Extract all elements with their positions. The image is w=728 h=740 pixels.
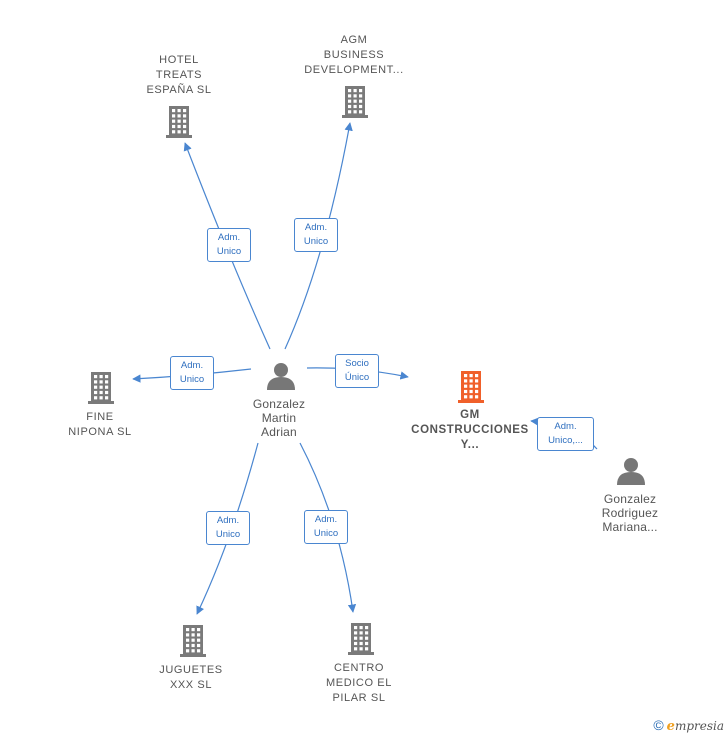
label-line: PILAR SL [332,692,386,704]
label-line: MEDICO EL [326,677,392,689]
label-line: Gonzalez [252,397,306,411]
node-label-juguetes[interactable]: JUGUETES XXX SL [141,663,241,693]
label-line: DEVELOPMENT... [304,64,404,76]
edge-label-line: Adm. [314,514,338,525]
label-line: CONSTRUCCIONES [411,424,529,436]
building-icon-gm[interactable] [458,371,484,403]
label-line: Y... [460,439,480,451]
label-line: CENTRO [333,662,385,674]
edge-label-line: Unico,... [548,435,583,446]
label-line: Adrian [261,425,297,439]
label-line: XXX SL [169,679,213,691]
label-line: TREATS [155,69,203,81]
person-icon-mariana[interactable] [617,458,645,485]
edge-label-centro[interactable]: Adm. Unico [304,510,348,544]
node-label-gm[interactable]: GM CONSTRUCCIONES Y... [400,408,540,453]
node-label-hotel[interactable]: HOTEL TREATS ESPAÑA SL [129,53,229,98]
label-line: AGM [340,34,368,46]
footer-brand[interactable]: ©empresia [653,717,724,734]
label-line: HOTEL [159,54,199,66]
edge-label-gm[interactable]: Socio Único [335,354,379,388]
edge-label-line: Adm. [304,222,328,233]
building-icon-hotel[interactable] [166,106,192,138]
node-label-centro[interactable]: CENTRO MEDICO EL PILAR SL [309,661,409,706]
brand-name: mpresia [674,719,724,733]
label-line: GM [460,409,480,421]
edge-label-line: Adm. [216,515,240,526]
label-line: Mariana... [602,520,658,534]
brand-logo-e: e [666,719,675,734]
label-line: BUSINESS [323,49,385,61]
building-icon-agm[interactable] [342,86,368,118]
edge-label-line: Unico [179,374,205,385]
edge-label-line: Adm. [554,421,577,432]
edge-label-hotel[interactable]: Adm. Unico [207,228,251,262]
label-line: FINE [86,411,114,423]
edge-label-line: Unico [303,236,329,247]
edge-label-line: Adm. [180,360,204,371]
node-label-center-person[interactable]: Gonzalez Martin Adrian [229,397,329,439]
node-label-agm[interactable]: AGM BUSINESS DEVELOPMENT... [294,33,414,78]
building-icon-centro[interactable] [348,623,374,655]
edge-label-line: Socio [345,358,369,369]
building-icon-juguetes[interactable] [180,625,206,657]
edge-label-mariana[interactable]: Adm. Unico,... [537,417,594,451]
edge-label-juguetes[interactable]: Adm. Unico [206,511,250,545]
building-icon-fine[interactable] [88,372,114,404]
node-label-fine[interactable]: FINE NIPONA SL [50,410,150,440]
copyright-icon: © [653,717,664,733]
label-line: Rodriguez [601,506,659,520]
label-line: NIPONA SL [68,426,132,438]
label-line: Gonzalez [603,492,657,506]
edge-label-line: Unico [313,528,339,539]
edge-label-fine[interactable]: Adm. Unico [170,356,214,390]
edge-label-line: Adm. [217,232,241,243]
person-icon-center[interactable] [267,363,295,390]
edge-label-line: Unico [215,529,241,540]
label-line: ESPAÑA SL [146,84,212,96]
label-line: Martin [261,411,297,425]
edge-label-line: Unico [216,246,242,257]
label-line: JUGUETES [159,664,223,676]
edge-label-line: Único [344,372,370,383]
node-label-mariana[interactable]: Gonzalez Rodriguez Mariana... [580,492,680,534]
edge-label-agm[interactable]: Adm. Unico [294,218,338,252]
